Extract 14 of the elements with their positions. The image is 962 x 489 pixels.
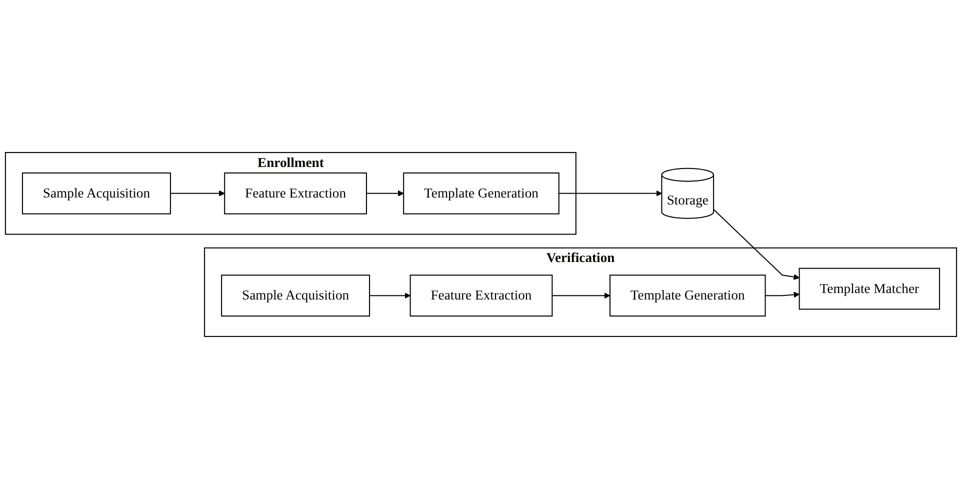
arrow <box>765 292 800 298</box>
arrow <box>713 208 800 280</box>
arrow <box>558 190 662 196</box>
node-box: Sample Acquisition <box>22 172 171 214</box>
node-box: Template Generation <box>609 274 766 317</box>
arrow <box>552 292 610 299</box>
node-box: Template Matcher <box>798 268 940 310</box>
node-box: Feature Extraction <box>224 172 367 214</box>
node-box: Sample Acquisition <box>221 274 370 317</box>
node-box: Feature Extraction <box>410 274 553 317</box>
node-box: Template Generation <box>403 172 560 214</box>
arrow <box>366 190 404 196</box>
arrow <box>170 190 225 196</box>
arrow <box>370 292 411 299</box>
